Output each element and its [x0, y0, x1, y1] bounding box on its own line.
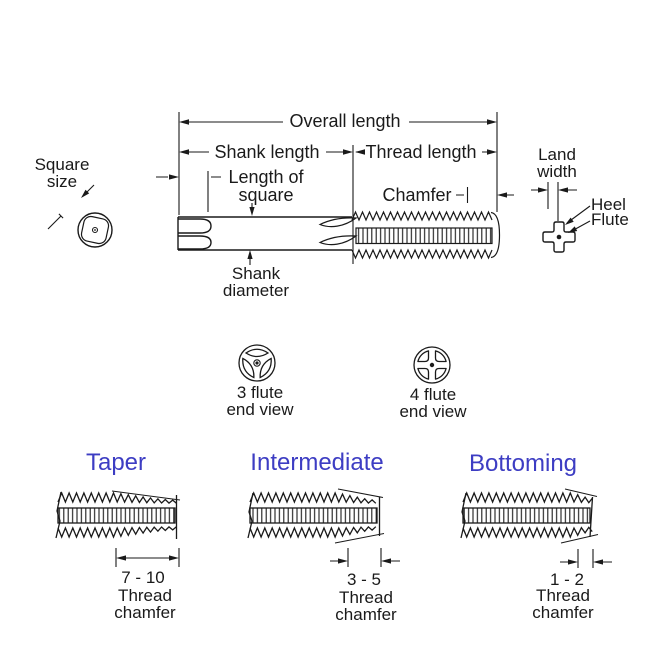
dimension-arrowheads	[81, 119, 578, 259]
label-intermediate-thread-chamfer: Thread chamfer	[335, 588, 397, 624]
label-length-of-square: Length of square	[228, 167, 304, 205]
intermediate-tap-drawing	[247, 488, 385, 544]
label-flute: Flute	[591, 210, 629, 229]
flute-cross-section-view	[542, 221, 576, 253]
label-bottoming: Bottoming	[468, 450, 578, 477]
bottoming-dimension	[560, 549, 612, 568]
label-three-flute-end-view: 3 flute end view	[226, 383, 294, 419]
label-four-flute-end-view: 4 flute end view	[399, 385, 467, 421]
square-size-end-view	[77, 212, 113, 248]
three-flute-end-view	[238, 344, 276, 382]
label-intermediate-chamfer-range: 3 - 5	[346, 570, 382, 589]
label-intermediate: Intermediate	[250, 449, 384, 476]
intermediate-dimension	[330, 548, 400, 567]
taper-dimension	[115, 548, 180, 567]
main-tap-drawing	[177, 210, 501, 260]
label-overall-length: Overall length	[289, 111, 401, 131]
dimension-lines	[47, 112, 591, 265]
label-square-size: Square size	[34, 155, 90, 191]
label-bottoming-thread-chamfer: Thread chamfer	[532, 586, 594, 622]
label-thread-length: Thread length	[365, 142, 477, 162]
label-shank-length: Shank length	[214, 142, 320, 162]
label-taper-thread-chamfer: Thread chamfer	[114, 586, 176, 622]
four-flute-end-view	[413, 346, 451, 384]
label-taper: Taper	[85, 449, 147, 476]
label-bottoming-chamfer-range: 1 - 2	[549, 570, 585, 589]
label-land-width: Land width	[537, 145, 577, 181]
label-taper-chamfer-range: 7 - 10	[121, 568, 165, 587]
label-chamfer: Chamfer	[382, 185, 452, 205]
label-heel: Heel	[591, 195, 626, 214]
taper-tap-drawing	[55, 490, 181, 539]
bottoming-tap-drawing	[460, 488, 599, 544]
label-shank-diameter: Shank diameter	[222, 264, 290, 300]
